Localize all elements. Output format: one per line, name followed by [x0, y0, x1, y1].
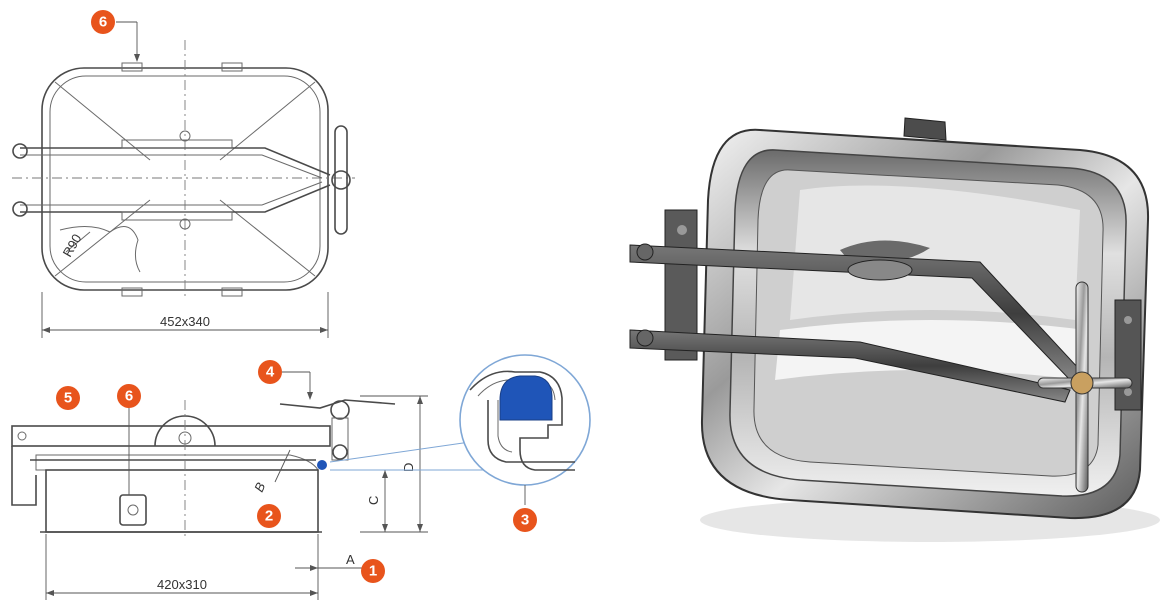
callout-2: 2: [257, 504, 281, 528]
clamp-bar: [20, 147, 331, 213]
manhole-product-image: [629, 117, 1160, 542]
hinge-bolt: [12, 201, 28, 217]
inner-dimension-label: 420x310: [157, 577, 207, 592]
dim-b-label: B: [251, 480, 268, 494]
side-view: B D C A 420x310 5 6: [11, 360, 490, 600]
top-view: R90 452x340 6: [12, 10, 355, 338]
overall-dimension-label: 452x340: [160, 314, 210, 329]
gasket-section: [317, 460, 327, 470]
dim-d-label: D: [401, 463, 416, 472]
callout-6-side: 6: [117, 384, 141, 408]
callout-4: 4: [258, 360, 282, 384]
gasket: [499, 375, 553, 421]
lug-bolt: [119, 494, 147, 526]
svg-text:2: 2: [265, 508, 273, 525]
callout-3: 3: [513, 508, 537, 532]
dim-c-label: C: [366, 496, 381, 505]
lug: [121, 287, 143, 297]
lug: [221, 62, 243, 72]
dim-a-label: A: [346, 552, 355, 567]
svg-text:6: 6: [99, 14, 107, 31]
hinge-bolt: [12, 143, 28, 159]
handwheel-hub: [331, 170, 351, 190]
svg-text:6: 6: [125, 388, 133, 405]
clamp-bar-lower: [629, 329, 1071, 403]
svg-text:5: 5: [64, 390, 72, 407]
lug: [221, 287, 243, 297]
svg-text:3: 3: [521, 512, 529, 529]
lug: [121, 62, 143, 72]
callout-1: 1: [361, 559, 385, 583]
callout-6-top: 6: [91, 10, 115, 34]
gasket-detail: 3: [459, 354, 591, 532]
svg-text:1: 1: [369, 563, 377, 580]
cover-bar: [11, 425, 331, 447]
hinge-block: [154, 415, 216, 447]
callout-5: 5: [56, 386, 80, 410]
svg-text:4: 4: [266, 364, 275, 381]
handwheel: [334, 125, 348, 235]
